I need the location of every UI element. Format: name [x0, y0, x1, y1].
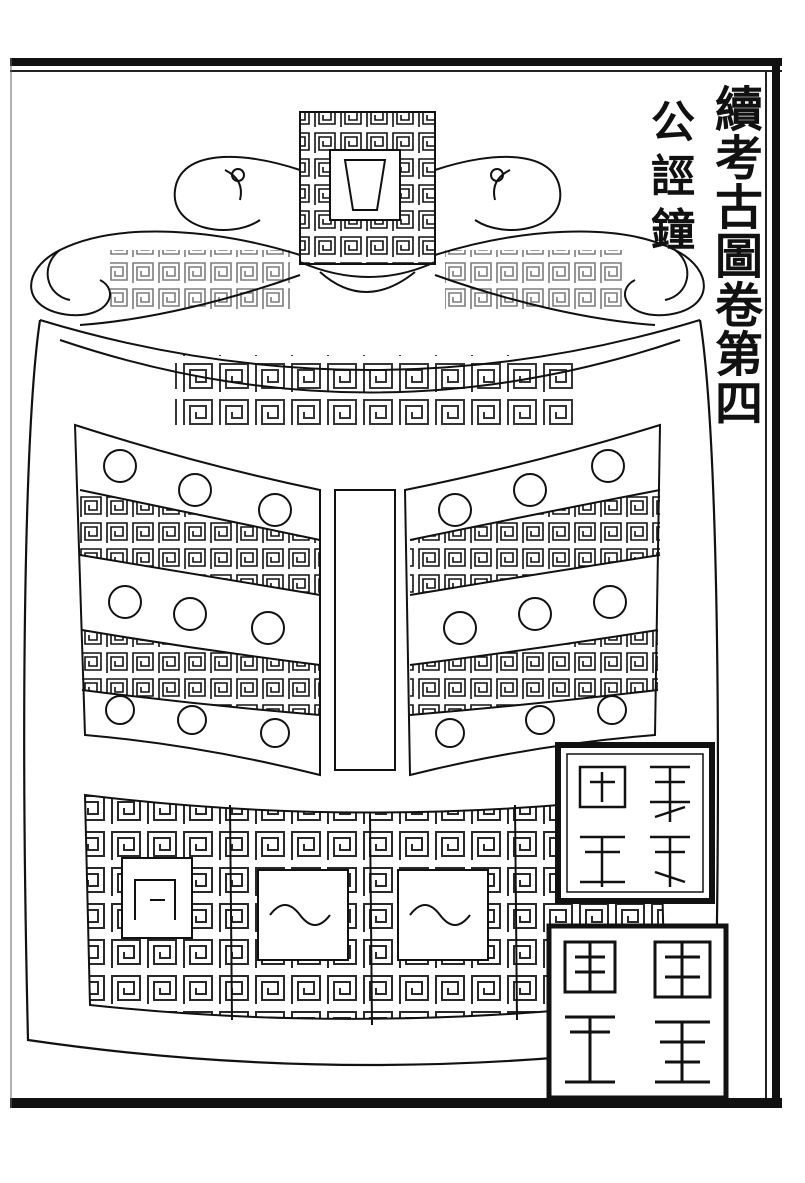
- upper-right-panel: [403, 423, 662, 777]
- title-char: 第: [714, 327, 763, 383]
- upper-left-panel: [73, 423, 321, 777]
- dragon-ornament-left: [30, 155, 301, 326]
- frame-right-rule: [772, 58, 780, 1108]
- object-char: 公: [651, 97, 695, 148]
- collector-seal-upper: [555, 742, 715, 904]
- title-char: 卷: [714, 278, 763, 334]
- lower-band: [83, 793, 667, 1026]
- collector-seal-lower: [546, 923, 729, 1101]
- title-char: 考: [714, 131, 763, 187]
- frame-top-rule: [10, 58, 782, 66]
- frame-bottom-rule: [10, 1098, 782, 1108]
- title-char: 圖: [714, 229, 763, 285]
- bell-handle: [299, 111, 436, 293]
- frame-top-thin-rule: [10, 70, 782, 72]
- bell-body: [23, 319, 719, 1067]
- center-column: [334, 489, 396, 771]
- dragon-ornament-right: [434, 155, 705, 326]
- volume-title: 續 考 古 圖 卷 第 四: [712, 86, 766, 429]
- title-char: 古: [714, 180, 763, 236]
- object-char: 誙: [651, 151, 695, 202]
- object-name: 公 誙 鐘: [646, 96, 700, 258]
- object-char: 鐘: [651, 205, 695, 256]
- frame-left-rule: [10, 58, 12, 1108]
- frame-right-thin-rule: [765, 72, 767, 1098]
- bell-shoulder: [39, 319, 701, 425]
- title-char: 四: [714, 376, 763, 432]
- title-char: 續: [714, 82, 763, 138]
